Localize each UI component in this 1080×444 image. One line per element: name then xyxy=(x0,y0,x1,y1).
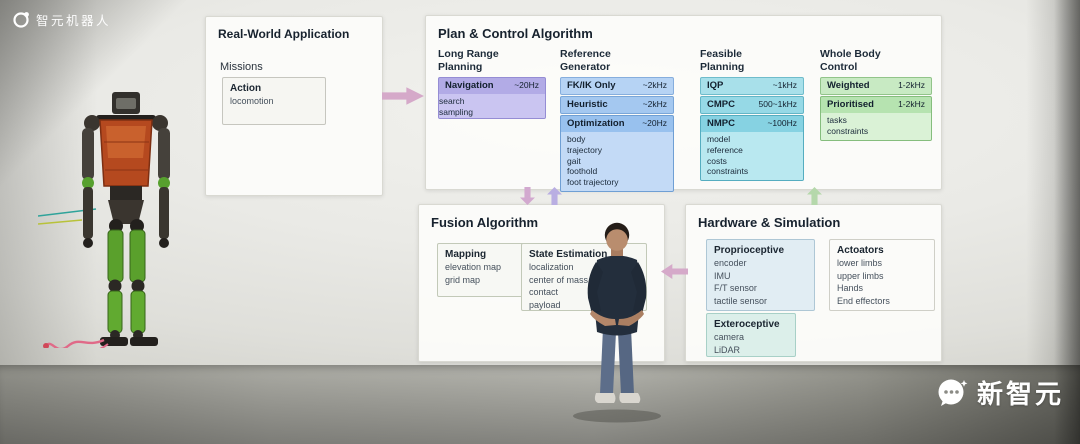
action-box-label: Action xyxy=(230,83,262,94)
exteroceptive-items: camera LiDAR xyxy=(714,332,745,355)
box-rate: ~2kHz xyxy=(642,99,667,109)
panel-title: Real-World Application xyxy=(218,27,350,41)
speaker-head xyxy=(606,229,628,251)
panel-title: Plan & Control Algorithm xyxy=(438,26,593,41)
box-rate: ~2kHz xyxy=(642,80,667,90)
panel-real-world-application: Real-World Application Missions Action l… xyxy=(205,16,383,196)
panel-title: Fusion Algorithm xyxy=(431,215,539,230)
weighted-box: Weighted 1-2kHz xyxy=(820,77,932,96)
box-items: body trajectory gait foothold foot traje… xyxy=(561,132,673,191)
column-heading-whole-body-control: Whole Body Control xyxy=(820,48,881,74)
box-items: model reference costs constraints xyxy=(701,132,803,180)
box-rate: ~20Hz xyxy=(642,118,667,128)
proprioceptive-box: Proprioceptive encoder IMU F/T sensor ta… xyxy=(706,239,815,311)
stage-floor xyxy=(0,365,1080,444)
column-heading-feasible-planning: Feasible Planning xyxy=(700,48,745,74)
xinzhiyuan-watermark: 新智元 xyxy=(935,374,1064,411)
nmpc-box: NMPC ~100Hz model reference costs constra… xyxy=(700,115,804,181)
missions-label: Missions xyxy=(220,61,263,73)
robot-visualization xyxy=(38,92,170,348)
box-items: search sampling xyxy=(439,94,545,118)
box-label: Heuristic xyxy=(567,99,608,110)
proprioceptive-label: Proprioceptive xyxy=(714,245,785,256)
heuristic-box: Heuristic ~2kHz xyxy=(560,96,674,115)
panel-hardware-simulation: Hardware & Simulation Proprioceptive enc… xyxy=(685,204,942,362)
speaker-shadow xyxy=(573,409,661,423)
agibot-logo-icon xyxy=(13,11,29,28)
mapping-label: Mapping xyxy=(445,249,487,260)
stage-right-edge xyxy=(1054,0,1080,444)
actuators-items: lower limbs upper limbs Hands End effect… xyxy=(837,258,890,306)
speaker-shirt xyxy=(593,255,641,336)
box-label: CMPC xyxy=(707,99,735,110)
box-rate: 500~1kHz xyxy=(758,99,797,109)
exteroceptive-label: Exteroceptive xyxy=(714,319,780,330)
box-rate: 1-2kHz xyxy=(898,99,925,109)
robot-left-leg xyxy=(107,229,124,283)
actuators-box: Actoators lower limbs upper limbs Hands … xyxy=(829,239,935,311)
state-estimation-items: localization center of mass contact payl… xyxy=(529,262,589,310)
box-rate: ~1kHz xyxy=(772,80,797,90)
mapping-items: elevation map grid map xyxy=(445,262,502,285)
box-label: Optimization xyxy=(567,118,625,129)
exteroceptive-box: Exteroceptive camera LiDAR xyxy=(706,313,796,357)
box-rate: ~100Hz xyxy=(767,118,797,128)
cmpc-box: CMPC 500~1kHz xyxy=(700,96,804,115)
box-label: FK/IK Only xyxy=(567,80,616,91)
box-items: tasks constraints xyxy=(821,113,931,140)
box-label: Prioritised xyxy=(827,99,874,110)
column-heading-reference-generator: Reference Generator xyxy=(560,48,611,74)
agibot-logo: 智元机器人 xyxy=(12,10,111,29)
panel-plan-control: Plan & Control Algorithm Long Range Plan… xyxy=(425,15,942,192)
fkik-box: FK/IK Only ~2kHz xyxy=(560,77,674,96)
panel-title: Hardware & Simulation xyxy=(698,215,841,230)
robot-right-leg xyxy=(129,229,146,283)
mapping-box: Mapping elevation map grid map xyxy=(437,243,525,297)
box-label: NMPC xyxy=(707,118,735,129)
box-rate: ~20Hz xyxy=(514,80,539,90)
state-estimation-label: State Estimation xyxy=(529,249,608,260)
agibot-logo-text: 智元机器人 xyxy=(36,14,112,28)
xinzhiyuan-text: 新智元 xyxy=(976,379,1064,409)
action-box-items: locomotion xyxy=(230,96,274,106)
box-label: Navigation xyxy=(445,80,494,91)
optimization-box: Optimization ~20Hz body trajectory gait f… xyxy=(560,115,674,192)
column-heading-long-range: Long Range Planning xyxy=(438,48,499,74)
navigation-box: Navigation ~20Hz search sampling xyxy=(438,77,546,119)
speaker-person xyxy=(573,222,661,423)
robot-cables xyxy=(45,338,105,348)
xinzhiyuan-icon xyxy=(938,379,968,406)
action-box: Action locomotion xyxy=(222,77,326,125)
box-label: IQP xyxy=(707,80,724,91)
box-label: Weighted xyxy=(827,80,870,91)
box-rate: 1-2kHz xyxy=(898,80,925,90)
actuators-label: Actoators xyxy=(837,245,884,256)
proprioceptive-items: encoder IMU F/T sensor tactile sensor xyxy=(714,258,768,306)
prioritised-box: Prioritised 1-2kHz tasks constraints xyxy=(820,96,932,141)
iqp-box: IQP ~1kHz xyxy=(700,77,804,96)
